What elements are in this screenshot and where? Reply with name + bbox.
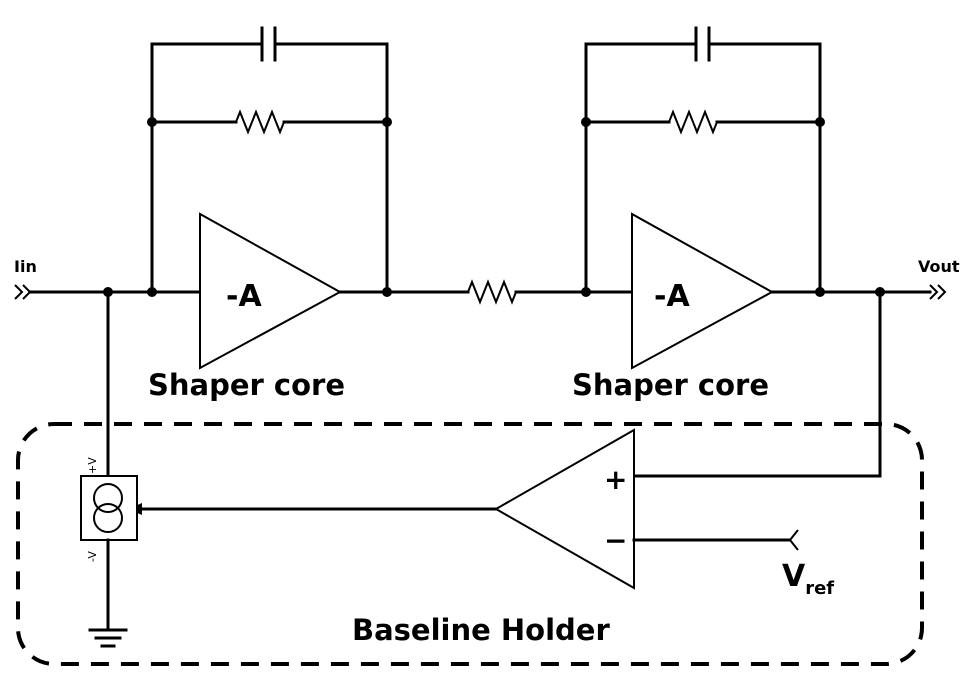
comparator-plus-label: +	[604, 463, 627, 496]
input-label: Iin	[14, 257, 37, 276]
output-terminal	[929, 284, 947, 300]
stage1-resistor	[235, 109, 285, 135]
supply-neg-label: -V	[86, 551, 99, 562]
baseline-holder-label: Baseline Holder	[352, 613, 610, 647]
output-feedback-wire	[632, 290, 882, 478]
stage2-amplifier	[631, 212, 775, 370]
stage2-resistor	[668, 109, 718, 135]
baseline-holder-box	[16, 422, 924, 666]
stage2-gain-label: -A	[654, 279, 690, 314]
input-terminal	[14, 284, 32, 300]
comparator-minus-label: −	[604, 524, 627, 557]
current-source-icon	[93, 483, 123, 533]
ground-icon	[88, 628, 128, 648]
interstage-resistor	[467, 279, 517, 305]
output-label: Vout	[918, 257, 960, 276]
stage1-feedback	[150, 26, 389, 294]
comparator	[493, 428, 635, 590]
stage1-gain-label: -A	[226, 279, 262, 314]
stage2-feedback	[584, 26, 822, 294]
stage1-amplifier	[199, 212, 343, 370]
vref-label: Vref	[782, 559, 834, 599]
supply-pos-label: +V	[86, 457, 99, 474]
junction-dots	[103, 117, 885, 297]
vref-sub: ref	[805, 578, 834, 599]
current-source-box	[80, 475, 138, 541]
vref-terminal	[788, 529, 799, 551]
stage2-name-label: Shaper core	[572, 368, 769, 402]
stage1-name-label: Shaper core	[148, 368, 345, 402]
vref-main: V	[782, 559, 806, 594]
